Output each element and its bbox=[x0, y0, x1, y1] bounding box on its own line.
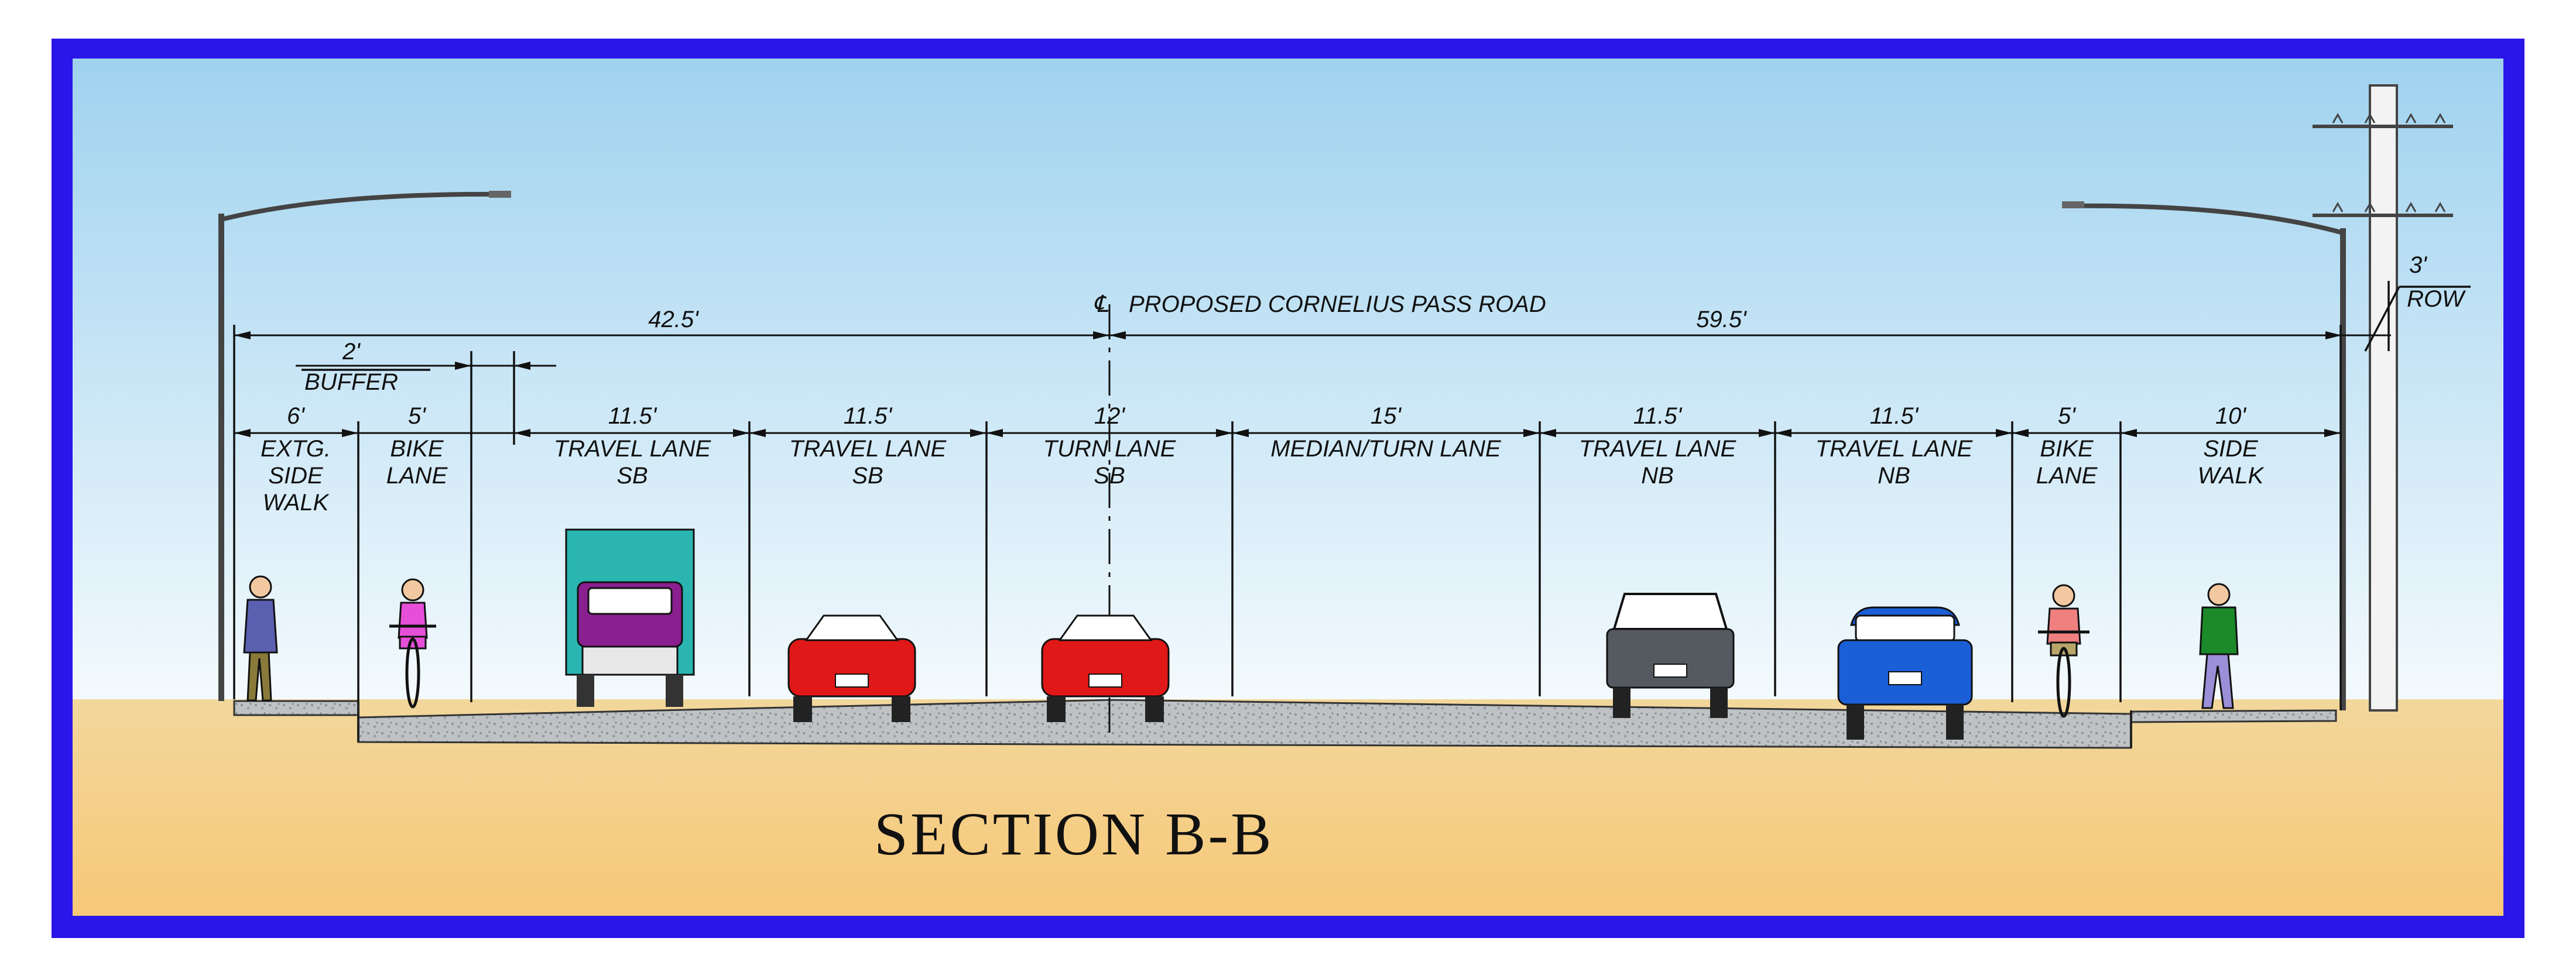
lane-label-5-line-0: MEDIAN/TURN LANE bbox=[1270, 436, 1502, 462]
lane-label-6-line-0: TRAVEL LANE bbox=[1579, 436, 1737, 462]
lane-width-4: 12' bbox=[1094, 403, 1125, 429]
box-truck bbox=[565, 528, 695, 707]
sky-background bbox=[73, 59, 2503, 702]
section-title: SECTION B-B bbox=[874, 801, 1273, 868]
row-label: ROW bbox=[2407, 286, 2466, 312]
buffer-width: 2' bbox=[342, 339, 361, 365]
lane-label-6-line-1: NB bbox=[1641, 463, 1674, 489]
lane-width-7: 11.5' bbox=[1870, 403, 1919, 429]
cyclist-right bbox=[2038, 584, 2089, 718]
overall-dim-right: 59.5' bbox=[1696, 307, 1747, 332]
centerline-road-name: PROPOSED CORNELIUS PASS ROAD bbox=[1129, 291, 1546, 317]
pickup-truck-gray bbox=[1606, 593, 1735, 718]
car-red-turn-lane bbox=[1041, 614, 1170, 722]
lane-label-0-line-1: SIDE bbox=[268, 463, 324, 489]
lane-label-4-line-0: TURN LANE bbox=[1043, 436, 1177, 462]
sidewalk-slab bbox=[2130, 709, 2337, 723]
suv-blue bbox=[1837, 606, 1973, 740]
lane-width-2: 11.5' bbox=[608, 403, 657, 429]
lane-label-7-line-1: NB bbox=[1878, 463, 1910, 489]
lane-width-1: 5' bbox=[408, 403, 426, 429]
buffer-label: BUFFER bbox=[304, 369, 398, 395]
lane-label-9-line-1: WALK bbox=[2198, 463, 2265, 489]
lane-label-0-line-0: EXTG. bbox=[261, 436, 331, 462]
centerline-symbol: ℄ bbox=[1093, 291, 1109, 317]
dimension-lines bbox=[233, 281, 2471, 710]
lane-width-0: 6' bbox=[287, 403, 305, 429]
lane-label-1-line-0: BIKE bbox=[390, 436, 444, 462]
lane-label-9-line-0: SIDE bbox=[2203, 436, 2259, 462]
lane-width-6: 11.5' bbox=[1633, 403, 1683, 429]
street-light-left bbox=[218, 191, 511, 701]
lane-label-8-line-0: BIKE bbox=[2040, 436, 2094, 462]
cyclist-left bbox=[389, 578, 436, 709]
pedestrian-left bbox=[243, 575, 278, 702]
row-width: 3' bbox=[2409, 252, 2427, 278]
car-red-sb bbox=[787, 614, 916, 722]
utility-pole bbox=[2313, 84, 2453, 712]
lane-label-4-line-1: SB bbox=[1094, 463, 1125, 489]
lane-label-2-line-1: SB bbox=[616, 463, 648, 489]
existing-sidewalk-slab bbox=[233, 700, 359, 716]
lane-label-3-line-0: TRAVEL LANE bbox=[789, 436, 947, 462]
lane-width-3: 11.5' bbox=[844, 403, 893, 429]
lane-width-5: 15' bbox=[1371, 403, 1402, 429]
pedestrian-right bbox=[2199, 583, 2239, 709]
lane-label-1-line-1: LANE bbox=[386, 463, 448, 489]
lane-label-7-line-0: TRAVEL LANE bbox=[1815, 436, 1974, 462]
lane-width-9: 10' bbox=[2215, 403, 2246, 429]
lane-label-8-line-1: LANE bbox=[2036, 463, 2098, 489]
lane-width-8: 5' bbox=[2058, 403, 2076, 429]
overall-dim-left: 42.5' bbox=[648, 307, 699, 332]
street-light-right bbox=[2062, 201, 2346, 710]
lane-label-0-line-2: WALK bbox=[263, 490, 330, 516]
centerline-label: ℄ PROPOSED CORNELIUS PASS ROAD bbox=[1093, 291, 1546, 317]
lane-label-3-line-1: SB bbox=[852, 463, 883, 489]
lane-label-2-line-0: TRAVEL LANE bbox=[554, 436, 712, 462]
